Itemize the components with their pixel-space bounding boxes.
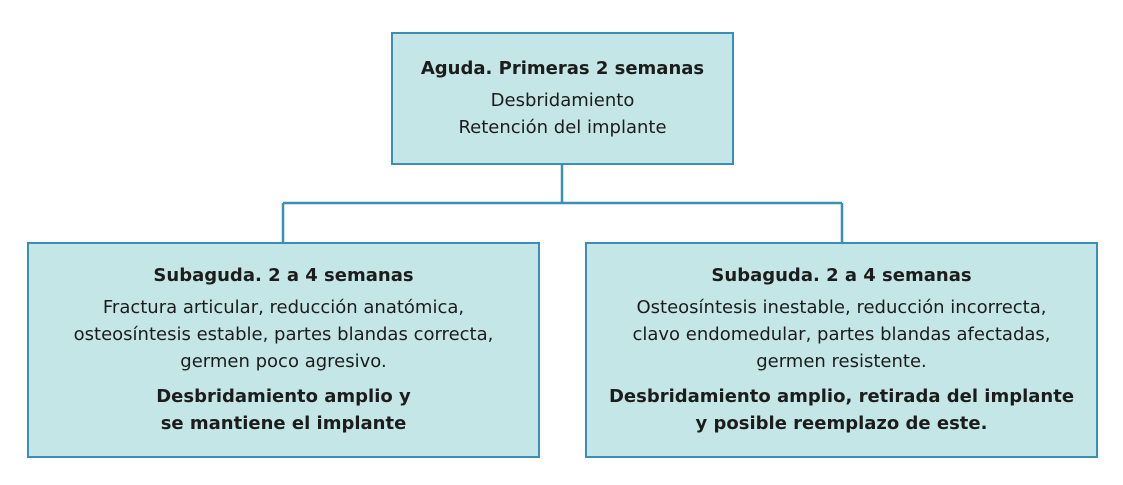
- description-line: Osteosíntesis inestable, reducción incor…: [636, 296, 1047, 318]
- description-line: clavo endomedular, partes blandas afecta…: [632, 323, 1051, 345]
- action-line: se mantiene el implante: [160, 412, 407, 434]
- description-line: germen resistente.: [756, 350, 927, 372]
- action-line: y posible reemplazo de este.: [695, 412, 988, 434]
- action-line: Desbridamiento amplio y: [156, 385, 411, 407]
- description-line: germen poco agresivo.: [180, 350, 387, 372]
- description-line: osteosíntesis estable, partes blandas co…: [73, 323, 494, 345]
- action-line: Desbridamiento amplio, retirada del impl…: [608, 385, 1075, 407]
- node-subacute-unstable: Subaguda. 2 a 4 semanas Osteosíntesis in…: [585, 242, 1098, 458]
- node-subacute-unstable-action: Desbridamiento amplio, retirada del impl…: [609, 383, 1074, 437]
- node-subacute-unstable-description: Osteosíntesis inestable, reducción incor…: [632, 294, 1050, 375]
- node-acute-title: Aguda. Primeras 2 semanas: [420, 57, 705, 79]
- node-subacute-stable: Subaguda. 2 a 4 semanas Fractura articul…: [27, 242, 540, 458]
- node-subacute-unstable-title: Subaguda. 2 a 4 semanas: [711, 264, 972, 286]
- node-subacute-stable-title: Subaguda. 2 a 4 semanas: [153, 264, 414, 286]
- node-acute-line-2: Retención del implante: [458, 116, 667, 138]
- node-acute: Aguda. Primeras 2 semanas Desbridamiento…: [391, 32, 734, 165]
- node-subacute-stable-description: Fractura articular, reducción anatómica,…: [74, 294, 494, 375]
- description-line: Fractura articular, reducción anatómica,: [102, 296, 465, 318]
- node-subacute-stable-action: Desbridamiento amplio y se mantiene el i…: [156, 383, 411, 437]
- node-acute-line-1: Desbridamiento: [490, 89, 635, 111]
